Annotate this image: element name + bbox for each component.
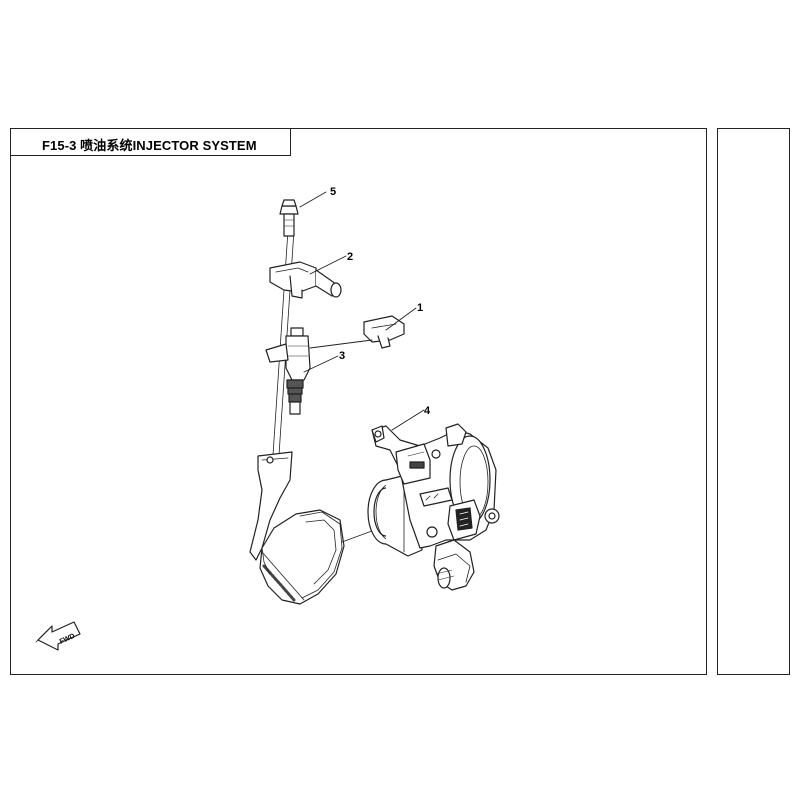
callout-3: 3 (339, 350, 345, 362)
side-panel-frame (717, 128, 790, 675)
fuel-injector-part (265, 327, 311, 415)
throttle-body-part (367, 423, 500, 591)
bolt-part (279, 199, 299, 237)
intake-manifold-part (249, 451, 345, 605)
callout-2: 2 (347, 251, 353, 263)
callout-1: 1 (417, 302, 423, 314)
title-box (10, 128, 291, 156)
injector-clip-part (363, 315, 405, 349)
fuel-rail-cap-part (269, 261, 342, 299)
leader-lines (299, 191, 425, 431)
page-title: F15-3 喷油系统INJECTOR SYSTEM (42, 138, 257, 153)
diagram-frame (10, 128, 707, 675)
fwd-arrow-icon (35, 621, 81, 651)
callout-5: 5 (330, 186, 336, 198)
callout-4: 4 (424, 405, 431, 417)
